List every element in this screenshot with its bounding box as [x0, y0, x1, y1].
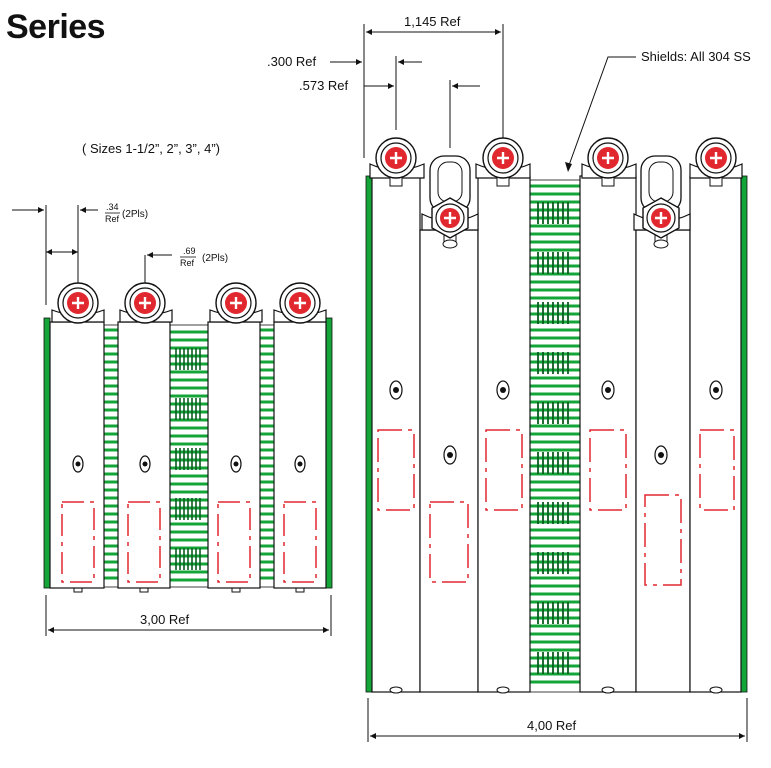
fitting-r4 [581, 137, 637, 187]
cartridge-1 [49, 321, 105, 589]
dim-069-qty: (2Pls) [202, 253, 228, 264]
shields-note: Shields: All 304 SS [641, 49, 751, 64]
dimension-573: .573 Ref [299, 78, 480, 148]
left-edge-strip [43, 317, 51, 589]
shield-mesh-center [529, 179, 581, 693]
cartridge-r3 [477, 175, 531, 694]
sizes-note: ( Sizes 1-1/2”, 2”, 3”, 4”) [82, 141, 220, 156]
dim-069-ref: Ref [180, 258, 195, 268]
fitting-r2 [421, 155, 479, 249]
mesh-column-right [259, 324, 275, 588]
dimension-left-overall: 3,00 Ref [45, 595, 332, 636]
dimension-069: .69 Ref (2Pls) [144, 246, 228, 292]
cartridge-2 [117, 321, 171, 589]
left-overall-width: 3,00 Ref [140, 612, 190, 627]
page-title: Series [6, 8, 106, 46]
fitting-left-1 [51, 282, 105, 324]
dim-573: .573 Ref [299, 78, 349, 93]
mesh-column-left [103, 324, 119, 588]
dim-034-qty: (2Pls) [122, 209, 148, 220]
cartridge-r2 [419, 229, 479, 693]
dim-1145: 1,145 Ref [404, 14, 461, 29]
dim-034-value: .34 [106, 202, 119, 212]
fitting-r1 [369, 137, 425, 187]
left-assembly: ( Sizes 1-1/2”, 2”, 3”, 4”) .34 Ref (2Pl… [12, 141, 333, 636]
cartridge-r6 [689, 175, 742, 694]
right-overall-width: 4,00 Ref [527, 718, 577, 733]
shields-callout: Shields: All 304 SS [565, 49, 751, 172]
cartridge-3 [207, 321, 261, 589]
fitting-left-2 [119, 282, 173, 324]
right-left-edge [365, 175, 373, 693]
dim-300: .300 Ref [267, 54, 317, 69]
dimension-034: .34 Ref (2Pls) [12, 202, 148, 305]
cartridge-r5 [635, 229, 691, 693]
fitting-left-3 [209, 282, 263, 324]
cartridge-r1 [371, 175, 421, 694]
fitting-r6 [689, 137, 743, 187]
dimension-1145: 1,145 Ref [363, 14, 504, 158]
mesh-column-center [169, 324, 209, 588]
cartridge-r4 [579, 175, 637, 694]
fitting-left-4 [273, 282, 327, 324]
right-edge-strip [325, 317, 333, 589]
fitting-r3 [475, 137, 531, 187]
fitting-r5 [633, 155, 691, 249]
dim-034-ref: Ref [105, 214, 120, 224]
dim-069-value: .69 [183, 246, 196, 256]
dimension-right-overall: 4,00 Ref [367, 698, 748, 742]
right-right-edge [740, 175, 748, 693]
cartridge-4 [273, 321, 327, 589]
right-assembly: 1,145 Ref .300 Ref .573 Ref Shields: All… [267, 14, 751, 742]
dimension-300: .300 Ref [267, 54, 422, 130]
